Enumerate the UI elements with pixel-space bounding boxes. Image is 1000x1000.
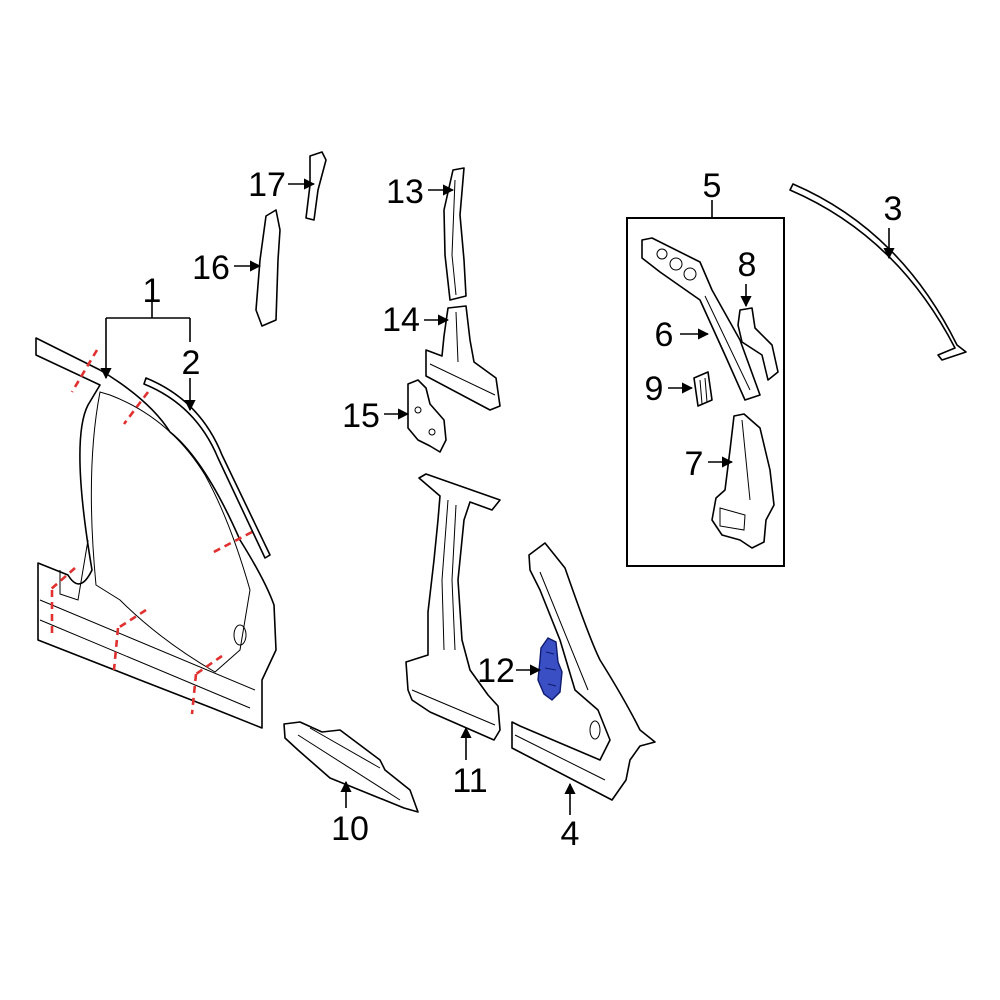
section-cut-lines xyxy=(49,349,253,715)
callout-14: 14 xyxy=(382,301,420,339)
callout-3: 3 xyxy=(884,190,903,228)
part-6-a-pillar-reinforcement[interactable] xyxy=(641,237,761,401)
part-7-hinge-pillar-reinforcement[interactable] xyxy=(711,413,775,549)
callout-6: 6 xyxy=(655,316,674,354)
callout-13: 13 xyxy=(386,173,424,211)
callout-4: 4 xyxy=(561,815,580,853)
part-3-roof-rail-strip[interactable] xyxy=(789,183,967,361)
callout-2: 2 xyxy=(182,344,201,382)
callout-labels: 1 2 3 4 5 6 7 8 9 10 11 12 13 14 15 16 1… xyxy=(143,166,903,853)
part-2-roof-weatherstrip[interactable] xyxy=(143,377,271,559)
callout-1: 1 xyxy=(143,272,162,310)
part-11-center-pillar[interactable] xyxy=(405,473,501,741)
callout-16: 16 xyxy=(192,249,230,287)
callout-17: 17 xyxy=(248,166,286,204)
part-17-trim-strip[interactable] xyxy=(305,151,327,221)
part-13-upper-pillar[interactable] xyxy=(443,167,467,301)
cut-line xyxy=(70,349,99,393)
cut-line xyxy=(49,567,76,591)
part-9-small-bracket[interactable] xyxy=(693,371,713,407)
part-10-rocker-reinforcement[interactable] xyxy=(283,721,419,813)
part-12-highlighted-bracket[interactable] xyxy=(537,637,563,701)
part-group-box-5 xyxy=(626,217,785,567)
cut-line xyxy=(190,673,198,715)
callout-15: 15 xyxy=(342,397,380,435)
part-4-hinge-pillar-rocker[interactable] xyxy=(511,542,656,801)
cut-line xyxy=(195,654,223,676)
callout-5: 5 xyxy=(703,167,722,205)
cut-line xyxy=(122,391,150,425)
callout-9: 9 xyxy=(645,370,664,408)
callout-7: 7 xyxy=(685,445,704,483)
leader-lines xyxy=(100,178,895,815)
cut-line xyxy=(209,530,253,556)
part-16-trim-panel[interactable] xyxy=(255,209,281,327)
callout-10: 10 xyxy=(331,810,369,848)
callout-8: 8 xyxy=(738,246,757,284)
part-14-pillar-lower-reinforcement[interactable] xyxy=(425,305,501,411)
callout-12: 12 xyxy=(477,652,515,690)
part-15-bracket[interactable] xyxy=(407,379,447,453)
cut-line xyxy=(117,608,147,630)
part-8-bracket[interactable] xyxy=(737,307,779,381)
callout-11: 11 xyxy=(452,762,487,800)
part-1-body-side-panel[interactable] xyxy=(35,337,277,729)
